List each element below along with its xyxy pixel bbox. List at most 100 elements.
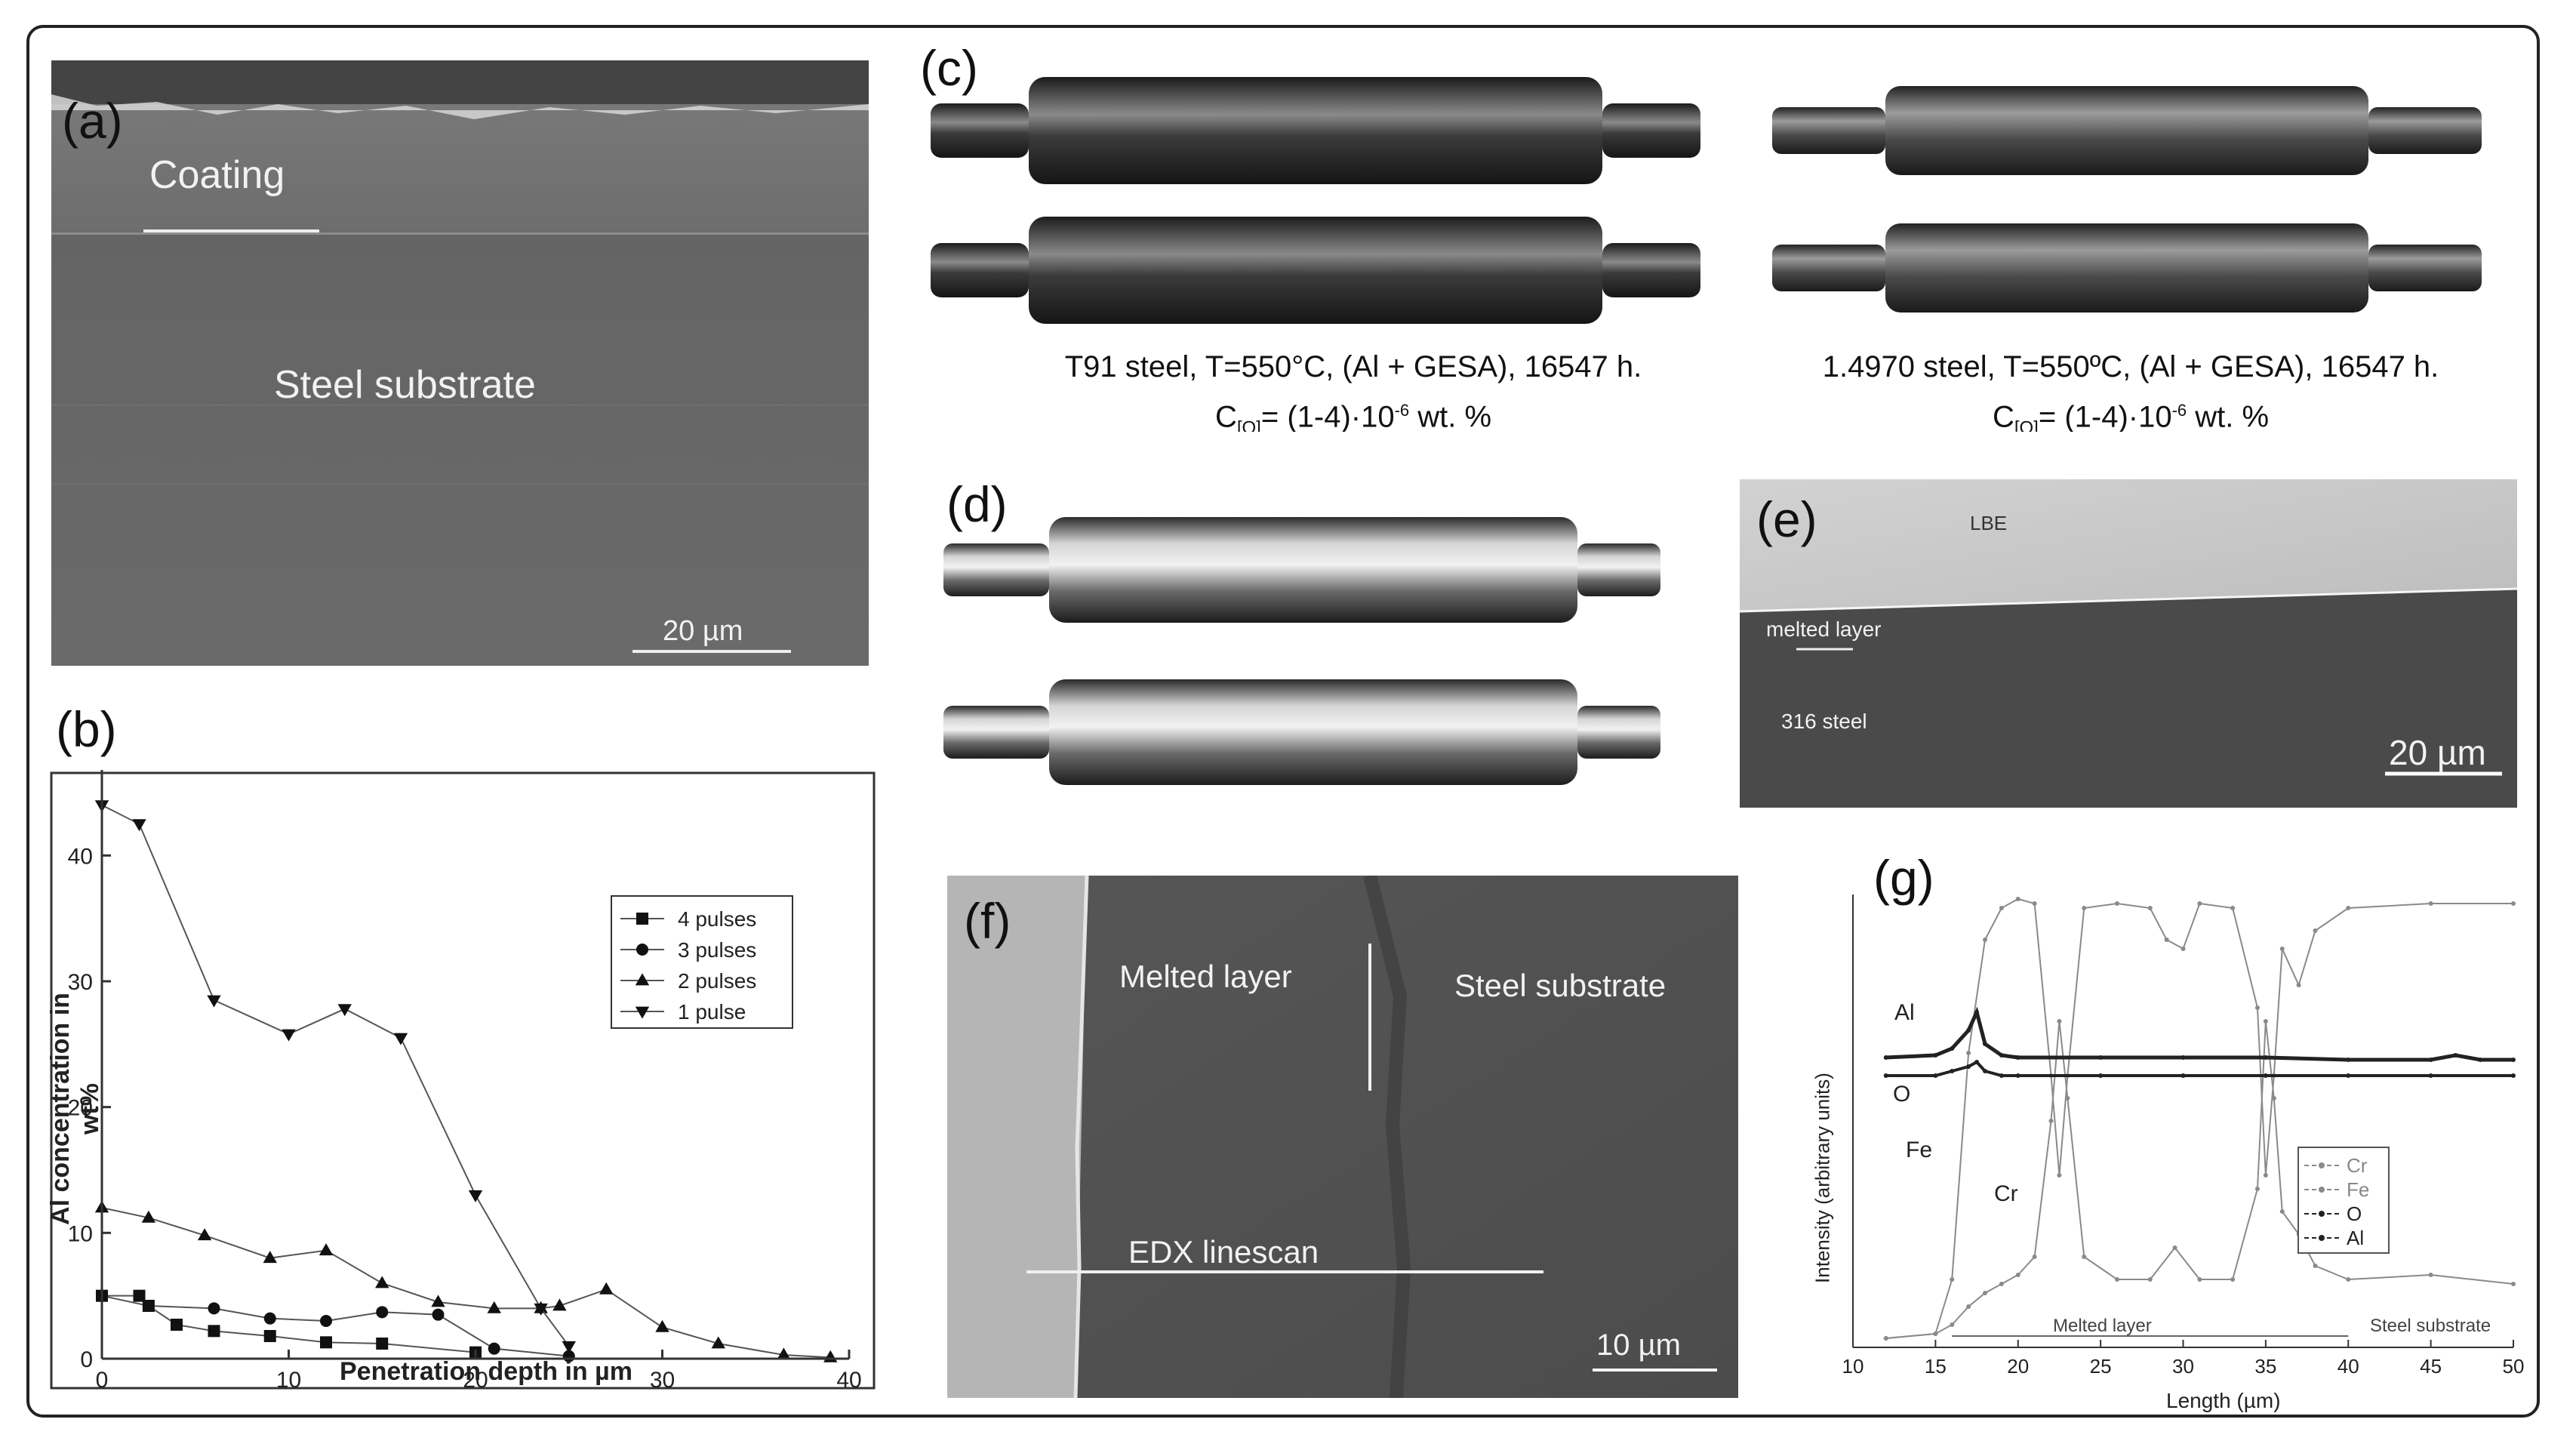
data-point <box>393 1033 408 1045</box>
data-point <box>208 1302 220 1315</box>
series-line <box>102 1295 476 1353</box>
caption-left-line2: C[O]= (1-4)·10-6 wt. % <box>1214 400 1492 432</box>
fe-curve-label: Fe <box>1906 1138 1933 1162</box>
data-point <box>2082 906 2087 910</box>
series-line <box>101 804 570 1347</box>
data-point <box>2263 1019 2268 1024</box>
legend-marker <box>635 1006 650 1019</box>
data-point <box>320 1315 332 1327</box>
data-point <box>2254 1005 2260 1010</box>
series-line <box>1885 1006 2513 1062</box>
legend-marker <box>2319 1211 2325 1217</box>
data-point <box>777 1347 791 1360</box>
data-point <box>431 1295 445 1307</box>
rod-specimen <box>1772 86 2482 175</box>
data-point <box>1983 937 1987 942</box>
data-point <box>2263 1073 2268 1078</box>
chart-frame <box>50 771 876 1390</box>
panel-d-label: (d) <box>946 476 1008 532</box>
data-point <box>2346 1073 2351 1078</box>
data-point <box>2032 901 2037 906</box>
legend-marker <box>2319 1235 2325 1241</box>
data-point <box>2428 901 2433 906</box>
data-point <box>142 1300 155 1312</box>
data-point <box>132 819 146 832</box>
scale-bar-label: 20 µm <box>663 615 743 647</box>
data-point <box>2511 1073 2516 1078</box>
data-point <box>562 1341 576 1353</box>
data-point <box>2082 1255 2087 1259</box>
scale-bar-label: 10 µm <box>1596 1328 1681 1362</box>
rod-specimen <box>943 679 1660 785</box>
data-point <box>2346 1058 2351 1062</box>
data-point <box>487 1301 501 1313</box>
data-point <box>2015 897 2020 901</box>
y-tick-label: 30 <box>68 970 93 995</box>
legend-label: Fe <box>2347 1178 2369 1201</box>
data-point <box>208 1325 220 1338</box>
data-point <box>1933 1332 1938 1336</box>
lbe-label: LBE <box>1970 512 2008 534</box>
data-point <box>2015 1273 2020 1277</box>
y-tick-label: 40 <box>68 844 93 869</box>
data-point <box>2181 1073 2186 1078</box>
legend-label: 1 pulse <box>678 1000 746 1024</box>
data-point <box>2453 1053 2458 1058</box>
legend-marker <box>635 973 650 986</box>
data-point <box>2279 1209 2285 1214</box>
data-point <box>823 1350 838 1362</box>
data-point <box>263 1312 276 1325</box>
data-point <box>171 1319 183 1331</box>
data-point <box>1974 1010 1980 1014</box>
x-axis-label: Length (µm) <box>2166 1389 2281 1412</box>
data-point <box>2115 901 2119 906</box>
substrate-label: Steel substrate <box>274 363 536 407</box>
legend-label: 2 pulses <box>678 969 756 993</box>
data-point <box>2098 1073 2104 1078</box>
coating-label: Coating <box>149 153 285 197</box>
data-point <box>1974 1060 1980 1064</box>
data-point <box>207 995 221 1008</box>
data-point <box>534 1303 548 1316</box>
data-point <box>1883 1073 1888 1078</box>
panel-c-label: (c) <box>920 40 978 96</box>
data-point <box>2478 1058 2483 1062</box>
al-curve-label: Al <box>1894 1000 1915 1025</box>
data-point <box>375 1276 389 1288</box>
data-point <box>655 1319 669 1332</box>
data-point <box>2254 1187 2260 1191</box>
panel-a: (a) Coating Steel substrate 20 µm <box>51 60 869 666</box>
data-point <box>1966 1064 1971 1069</box>
caption-right-line1: 1.4970 steel, T=550ºC, (Al + GESA), 1654… <box>1822 350 2439 383</box>
data-point <box>1999 1282 2004 1286</box>
y-tick-label: 0 <box>80 1347 93 1372</box>
data-point <box>2313 928 2318 933</box>
legend-marker <box>636 944 648 956</box>
data-point <box>2346 906 2351 910</box>
legend-marker <box>636 913 648 925</box>
panel-f: (f) Melted layer Steel substrate EDX lin… <box>947 876 1738 1398</box>
melted-layer-label: Melted layer <box>1119 959 1292 994</box>
series-line <box>1885 897 2513 1339</box>
data-point <box>1950 1277 1955 1282</box>
legend-label: Al <box>2347 1227 2364 1249</box>
y-tick-label: 20 <box>68 1096 93 1121</box>
data-point <box>1950 1322 1955 1327</box>
panel-f-label: (f) <box>964 893 1011 949</box>
data-point <box>2346 1277 2351 1282</box>
y-axis-label: Intensity (arbitrary units) <box>1811 1073 1834 1283</box>
x-tick-label: 40 <box>2337 1355 2359 1378</box>
data-point <box>1883 1055 1888 1060</box>
data-point <box>2181 1055 2186 1060</box>
data-point <box>2048 1119 2054 1123</box>
data-point <box>2172 1245 2177 1250</box>
panel-d: (d) <box>936 460 1676 811</box>
panel-g-label: (g) <box>1873 850 1934 906</box>
data-point <box>552 1298 567 1311</box>
data-point <box>1950 1046 1955 1051</box>
rod-specimen <box>943 517 1660 623</box>
panel-e-label: (e) <box>1756 491 1817 547</box>
legend-label: 3 pulses <box>678 938 756 962</box>
